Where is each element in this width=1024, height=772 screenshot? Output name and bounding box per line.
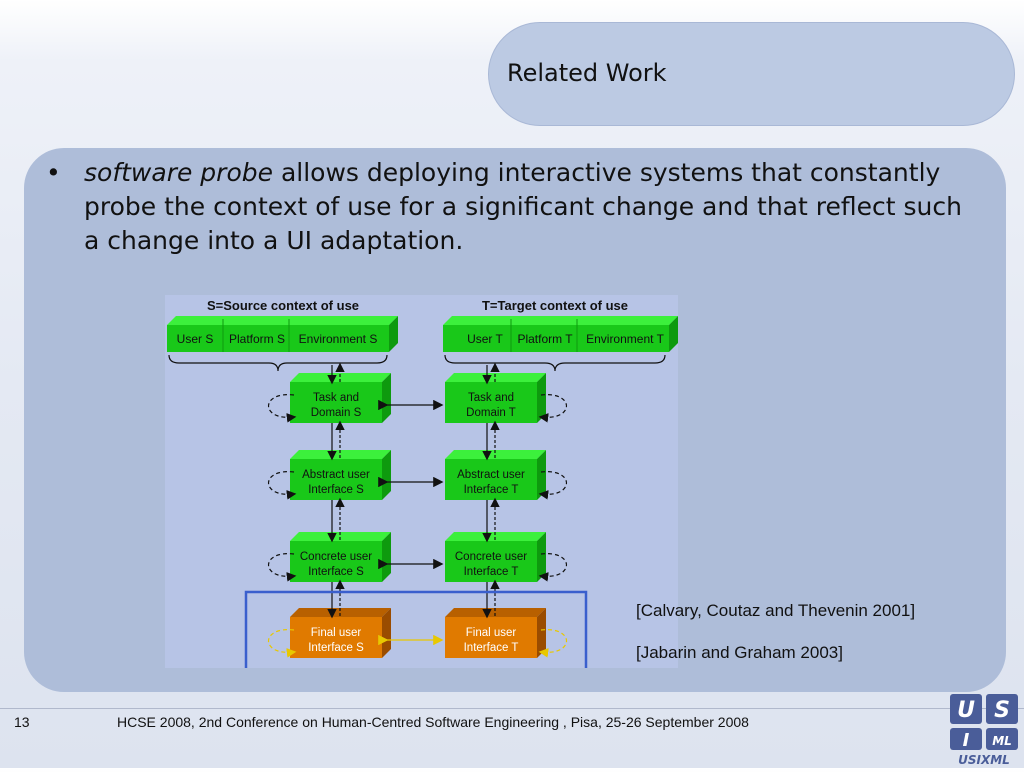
bullet-text: software probe allows deploying interact…	[84, 156, 984, 258]
target-context-header: T=Target context of use	[482, 298, 628, 313]
source-level-block-top	[290, 450, 391, 459]
target-context-bar-top	[443, 316, 678, 325]
source-context-item: User S	[177, 332, 214, 346]
target-level-label: Abstract user	[457, 469, 525, 481]
target-level-block-side	[537, 450, 546, 500]
source-level-block	[290, 541, 382, 582]
source-context-bar-top	[167, 316, 398, 325]
source-context-item: Platform S	[229, 332, 285, 346]
target-level-label: Domain T	[466, 407, 516, 419]
source-level-block-side	[382, 532, 391, 582]
target-level-block-top	[445, 608, 546, 617]
target-context-brace	[444, 354, 666, 372]
bullet-body: allows deploying interactive systems tha…	[84, 158, 962, 255]
target-context-item: User T	[467, 332, 503, 346]
source-level-label: Concrete user	[300, 551, 372, 563]
source-level-block-top	[290, 373, 391, 382]
slide-title: Related Work	[507, 59, 667, 87]
logo-block-s	[986, 694, 1018, 724]
source-level-label: Final user	[311, 627, 362, 639]
target-level-block	[445, 541, 537, 582]
target-context-bar-side	[669, 316, 678, 352]
target-level-label: Task and	[468, 392, 514, 404]
source-self-loop-arrow	[267, 629, 297, 658]
target-level-block-top	[445, 450, 546, 459]
target-level-label: Concrete user	[455, 551, 527, 563]
logo-wordmark: USIXML	[958, 753, 1010, 767]
target-level-block	[445, 382, 537, 423]
context-adaptation-diagram: S=Source context of use T=Target context …	[165, 295, 678, 668]
target-level-block	[445, 459, 537, 500]
final-ui-highlight-frame	[244, 590, 588, 668]
source-level-block-side	[382, 608, 391, 658]
source-level-label: Interface S	[308, 484, 364, 496]
bullet-emphasis: software probe	[84, 158, 273, 187]
source-level-label: Interface S	[308, 566, 364, 578]
source-level-block	[290, 382, 382, 423]
target-level-block-top	[445, 532, 546, 541]
footer-conference: HCSE 2008, 2nd Conference on Human-Centr…	[117, 714, 749, 730]
reference-1: [Calvary, Coutaz and Thevenin 2001]	[636, 601, 916, 620]
target-self-loop-arrow	[538, 553, 568, 582]
target-self-loop-arrow	[538, 471, 568, 500]
source-level-label: Abstract user	[302, 469, 370, 481]
usixml-logo-graphic: U S I ML USIXML	[950, 694, 1018, 767]
usixml-logo: U S I ML USIXML	[940, 690, 1024, 768]
bullet-dot: •	[46, 158, 61, 187]
target-level-block-side	[537, 608, 546, 658]
target-level-label: Interface T	[464, 642, 519, 654]
source-context-bar-side	[389, 316, 398, 352]
source-context-brace	[168, 354, 388, 372]
target-context-bar	[443, 325, 669, 352]
target-level-block-side	[537, 532, 546, 582]
source-self-loop-arrow	[267, 471, 297, 500]
source-level-block-side	[382, 450, 391, 500]
title-box: Related Work	[488, 22, 1015, 126]
target-level-label: Interface T	[464, 566, 519, 578]
target-level-label: Interface T	[464, 484, 519, 496]
target-level-block	[445, 617, 537, 658]
target-context-item: Platform T	[517, 332, 573, 346]
target-level-label: Final user	[466, 627, 517, 639]
source-self-loop-arrow	[267, 553, 297, 582]
source-level-block-side	[382, 373, 391, 423]
reference-2: [Jabarin and Graham 2003]	[636, 643, 843, 662]
source-context-bar	[167, 325, 389, 352]
logo-letter-s: S	[994, 698, 1010, 723]
target-self-loop-arrow	[538, 394, 568, 423]
source-level-block	[290, 459, 382, 500]
logo-letter-u: U	[957, 698, 975, 723]
logo-letter-i: I	[963, 730, 970, 751]
source-level-block	[290, 617, 382, 658]
source-context-header: S=Source context of use	[207, 298, 359, 313]
source-context-item: Environment S	[299, 332, 378, 346]
source-level-label: Domain S	[311, 407, 362, 419]
logo-block-u	[950, 694, 982, 724]
diagram-svg: S=Source context of use T=Target context …	[167, 298, 678, 668]
footer-divider	[0, 708, 1024, 709]
page-number: 13	[14, 714, 30, 730]
target-level-block-side	[537, 373, 546, 423]
source-level-label: Interface S	[308, 642, 364, 654]
logo-block-i	[950, 728, 982, 750]
target-self-loop-arrow	[538, 629, 568, 658]
logo-block-ml	[986, 728, 1018, 750]
source-level-block-top	[290, 608, 391, 617]
logo-letters-ml: ML	[992, 734, 1012, 748]
target-context-item: Environment T	[586, 332, 664, 346]
source-level-block-top	[290, 532, 391, 541]
target-level-block-top	[445, 373, 546, 382]
source-self-loop-arrow	[267, 394, 297, 423]
source-level-label: Task and	[313, 392, 359, 404]
